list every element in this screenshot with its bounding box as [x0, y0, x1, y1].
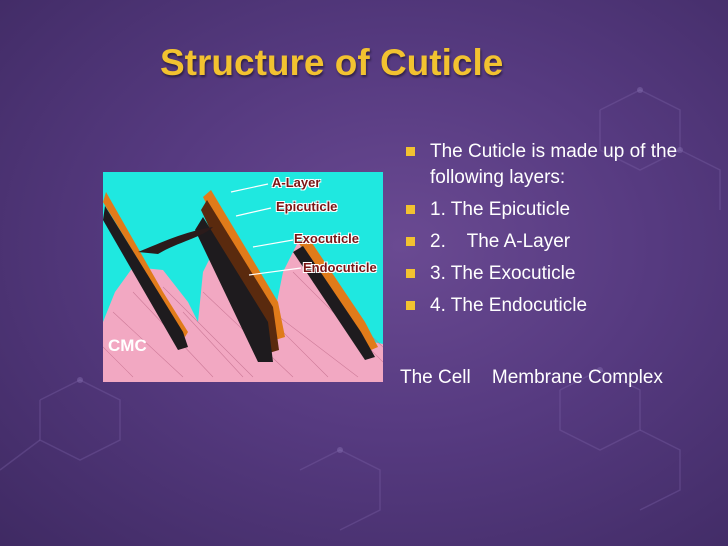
bullet-text: 1. The Epicuticle [430, 199, 570, 220]
bullet-text: 2. The A-Layer [430, 231, 570, 252]
square-bullet-icon [406, 237, 415, 246]
bullet-item: 1. The Epicuticle [404, 197, 704, 223]
label-epicuticle: Epicuticle [276, 199, 337, 214]
slide-title: Structure of Cuticle [160, 42, 503, 84]
square-bullet-icon [406, 147, 415, 156]
bullet-item: 4. The Endocuticle [404, 293, 704, 319]
label-endocuticle: Endocuticle [303, 260, 377, 275]
bullet-item: 3. The Exocuticle [404, 261, 704, 287]
square-bullet-icon [406, 269, 415, 278]
bullet-list: The Cuticle is made up of the following … [404, 139, 704, 325]
label-exocuticle: Exocuticle [294, 231, 359, 246]
square-bullet-icon [406, 301, 415, 310]
bullet-text: The Cuticle is made up of the following … [430, 141, 677, 188]
bullet-item: 2. The A-Layer [404, 229, 704, 255]
label-cmc: CMC [108, 336, 147, 356]
cell-membrane-complex-text: The Cell Membrane Complex [400, 364, 728, 391]
label-a-layer: A-Layer [272, 175, 320, 190]
bullet-text: 4. The Endocuticle [430, 295, 587, 316]
bullet-item: The Cuticle is made up of the following … [404, 139, 704, 191]
bullet-text: 3. The Exocuticle [430, 263, 575, 284]
square-bullet-icon [406, 205, 415, 214]
